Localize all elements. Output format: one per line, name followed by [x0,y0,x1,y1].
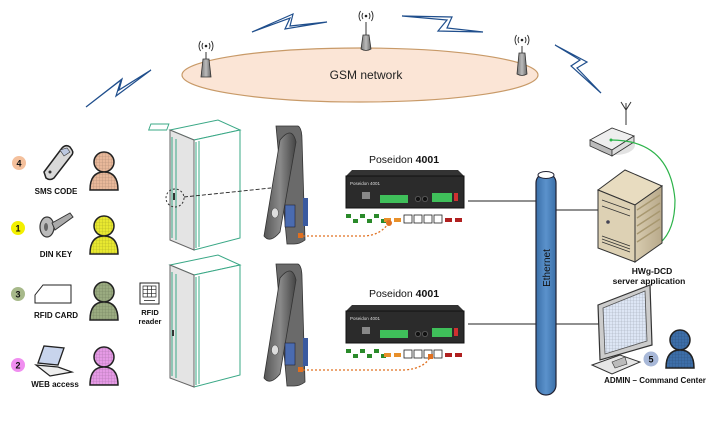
ethernet-bus: Ethernet [535,171,557,396]
cell-tower-icon [514,34,530,76]
step-number: 2 [15,361,20,371]
modem-serial-link [610,139,676,244]
access-method-web: 2 WEB access [11,345,119,389]
gsm-network-ellipse [181,47,539,103]
step-badge [11,358,25,372]
cell-tower-icon [198,40,214,78]
sensor-link [303,223,389,237]
step-number: 1 [15,224,20,234]
device-title: Poseidon 4001 [369,154,439,166]
access-method-label: SMS CODE [35,187,78,196]
cell-tower-icon [358,10,374,51]
rfid-reader: RFID reader [139,282,162,326]
gsm-network-label: GSM network [330,68,404,82]
step-badge [12,156,26,170]
rfid-reader-label: reader [139,317,162,326]
user-icon [89,215,119,255]
ethernet-label: Ethernet [542,249,553,287]
io-port-row [346,214,462,226]
phone-icon [43,144,74,181]
access-method-din-key: 1 DIN KEY [11,212,119,259]
device-panel-label: Poseidon 4001 [350,316,381,321]
access-method-label: DIN KEY [40,250,73,259]
gsm-network: GSM network [181,47,539,103]
access-method-label: WEB access [31,380,79,389]
wireless-signal-icon [85,12,602,108]
step-badge [643,351,659,367]
user-icon [89,346,119,386]
access-method-rfid-card: 3 RFID CARD [11,281,119,321]
step-badge [11,221,25,235]
server-sublabel: server application [613,276,686,286]
rack-cabinet [148,119,242,251]
sensor-link [303,356,431,371]
sensor-contact [298,233,303,238]
admin-label: ADMIN – Command Center [604,376,706,385]
server-icon [596,169,664,263]
poseidon-device-1: Poseidon 4001 Poseidon 4001 [345,154,465,226]
lock-icon [173,193,175,200]
laptop-icon [34,345,75,377]
network-links [468,200,600,325]
gsm-modem-icon [589,101,635,157]
user-icon [89,151,119,191]
card-icon [34,284,72,304]
access-method-label: RFID CARD [34,311,78,320]
key-icon [39,212,74,238]
poseidon-device-2: Poseidon 4001 Poseidon 4001 [345,288,465,359]
door-handle-lock [263,125,308,245]
access-method-sms: 4 SMS CODE [12,144,119,196]
admin-user-icon [665,329,695,369]
device-title: Poseidon 4001 [369,288,439,300]
server-label: HWg-DCD [632,266,673,276]
io-port-row [346,349,462,359]
sensor-contact [298,367,303,372]
step-number: 4 [16,159,21,169]
lock-highlight [165,188,185,208]
step-badge [11,287,25,301]
rack-cabinet [168,254,242,388]
step-number: 3 [15,290,20,300]
device-panel-label: Poseidon 4001 [350,181,381,186]
zoom-link-line [183,187,272,198]
door-handle-lock [263,263,308,387]
rfid-reader-label: RFID [141,308,159,317]
monitor-icon [590,284,653,375]
user-icon [89,281,119,321]
step-number: 5 [648,355,653,365]
